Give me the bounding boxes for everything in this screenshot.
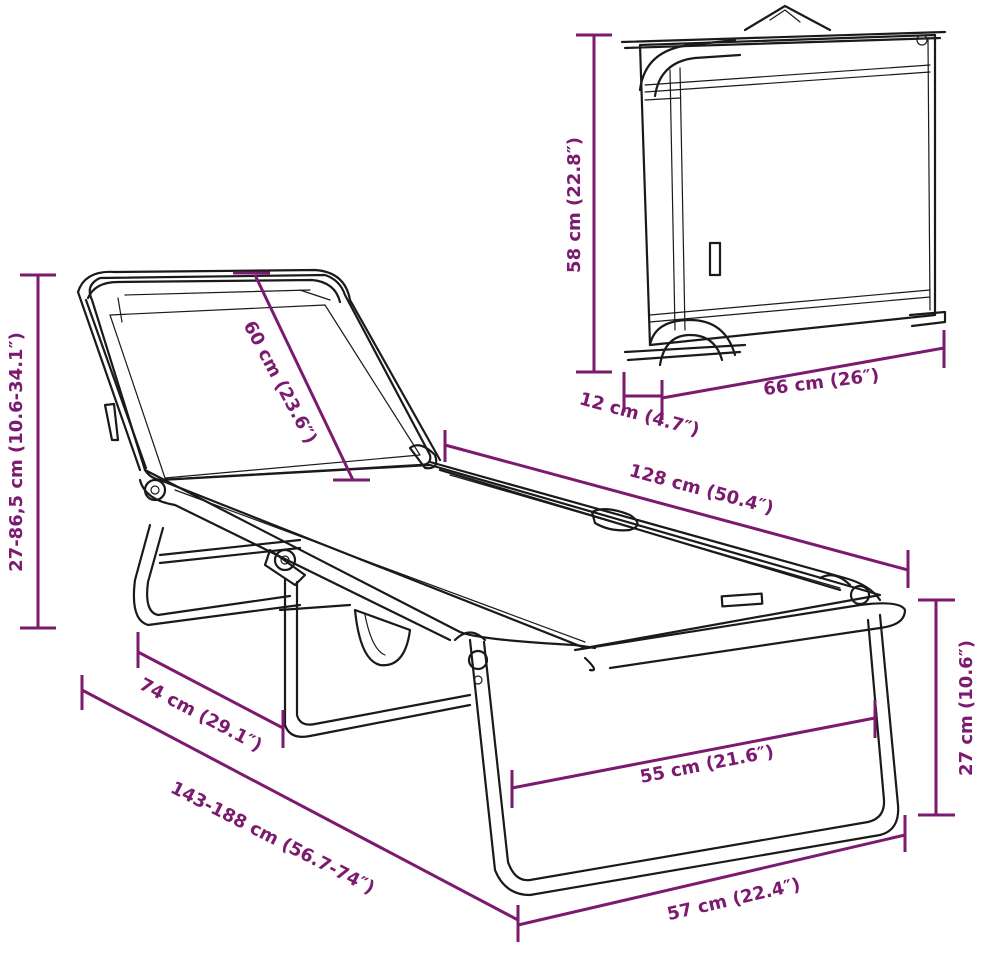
outer-width-label: 57 cm (22.4″)	[665, 874, 802, 925]
inner-width-label: 55 cm (21.6″)	[638, 741, 775, 788]
leg-height-label: 27 cm (10.6″)	[956, 640, 977, 776]
dimension-lines	[20, 33, 955, 942]
folded-lounger-illustration	[620, 4, 947, 367]
height-range-label: 27-86,5 cm (10.6-34.1″)	[6, 332, 27, 572]
seat-length-label: 128 cm (50.4″)	[627, 460, 776, 519]
total-length-label: 143-188 cm (56.7-74″)	[167, 777, 378, 898]
lounger-illustration	[76, 268, 907, 897]
folded-height-label: 58 cm (22.8″)	[564, 137, 585, 273]
